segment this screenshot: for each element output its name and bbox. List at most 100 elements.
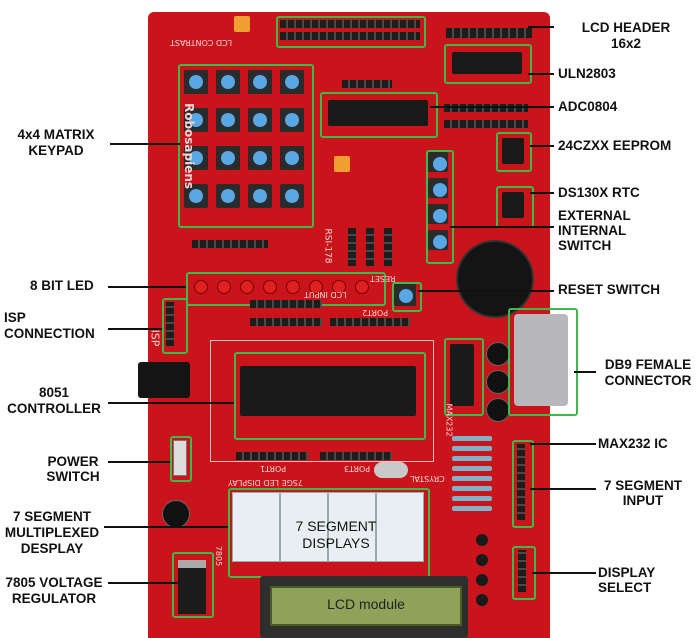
ext-int-switch-line	[450, 226, 554, 228]
pa-header	[192, 240, 268, 248]
keypad-key[interactable]	[216, 70, 240, 94]
keypad-key[interactable]	[184, 184, 208, 208]
switch-header-2	[366, 228, 374, 266]
keypad-key[interactable]	[280, 70, 304, 94]
switch-1[interactable]	[428, 152, 448, 172]
max232-line	[530, 443, 596, 445]
reset-switch-label: RESET SWITCH	[558, 282, 661, 297]
led	[217, 280, 231, 294]
seven-seg-1	[232, 492, 280, 562]
lcd-module: LCD module	[260, 576, 468, 638]
keypad-key[interactable]	[280, 108, 304, 132]
ext-int-switch-outline	[426, 150, 454, 264]
switch-3[interactable]	[428, 204, 448, 224]
lcd-header-outline	[276, 16, 426, 48]
keypad-key[interactable]	[184, 70, 208, 94]
keypad-outline	[178, 64, 314, 228]
adc0804-line	[430, 106, 554, 108]
switch-4[interactable]	[428, 230, 448, 250]
keypad-key[interactable]	[216, 108, 240, 132]
led	[286, 280, 300, 294]
max232-label: MAX232 IC	[598, 436, 668, 451]
reset-text: RESET	[370, 274, 396, 283]
seg-display-text: 7SGE LED DISPLAY	[228, 478, 303, 487]
max232-outline	[444, 338, 484, 416]
rtc-label: DS130X RTC	[558, 185, 640, 200]
uln2803-line	[528, 73, 554, 75]
lcd-screen: LCD module	[270, 586, 462, 626]
lcd-header-pins	[280, 20, 420, 28]
transistor-2	[476, 554, 488, 566]
port2-header	[330, 318, 410, 326]
power-capacitor	[162, 500, 190, 528]
switch-2[interactable]	[428, 178, 448, 198]
db9-line	[574, 371, 596, 373]
ext-int-switch-label: EXTERNAL INTERNAL SWITCH	[558, 208, 631, 253]
keypad-key[interactable]	[216, 184, 240, 208]
lcd-input-header-2	[250, 318, 322, 326]
keypad-line	[110, 143, 180, 145]
controller-area	[210, 340, 434, 462]
keypad-key[interactable]	[248, 184, 272, 208]
power-jack	[138, 362, 190, 398]
led	[332, 280, 346, 294]
regulator-text: 7805	[214, 545, 224, 567]
display-select-label: DISPLAY SELECT	[598, 565, 656, 595]
seven-seg-4	[376, 492, 424, 562]
led8-label: 8 BIT LED	[30, 278, 94, 293]
db9-label: DB9 FEMALE CONNECTOR	[604, 357, 692, 388]
keypad-key[interactable]	[184, 108, 208, 132]
keypad-key[interactable]	[248, 70, 272, 94]
resistor	[452, 486, 492, 491]
db9-connector	[514, 314, 568, 406]
regulator-outline	[172, 552, 214, 618]
uln2803-chip	[452, 52, 522, 74]
led	[263, 280, 277, 294]
reset-button[interactable]	[394, 284, 416, 306]
regulator-label: 7805 VOLTAGE REGULATOR	[5, 575, 103, 606]
isp-text: ISP	[148, 329, 162, 347]
seg-mux-line	[104, 526, 228, 528]
adc-header	[342, 80, 392, 88]
seg-mux-label: 7 SEGMENT MULTIPLEXED DESPLAY	[4, 509, 100, 556]
transistor-3	[476, 574, 488, 586]
seg-input-line	[530, 488, 596, 490]
power-switch[interactable]	[173, 440, 187, 476]
port1-header	[236, 452, 308, 460]
board-id-text: RSI-178	[322, 228, 333, 264]
power-switch-label: POWER SWITCH	[46, 454, 100, 484]
adc0804-label: ADC0804	[558, 99, 618, 114]
seven-seg-2	[280, 492, 328, 562]
lcd-contrast-pot	[234, 16, 250, 32]
uln2803-label: ULN2803	[558, 66, 616, 81]
eeprom-outline	[496, 132, 532, 172]
resistor	[452, 506, 492, 511]
capacitor-3	[486, 398, 510, 422]
keypad-key[interactable]	[280, 184, 304, 208]
top-right-header	[446, 28, 532, 38]
resistor	[452, 496, 492, 501]
keypad-key[interactable]	[248, 146, 272, 170]
keypad-key[interactable]	[248, 108, 272, 132]
lcd-module-text: LCD module	[327, 596, 405, 612]
seg-input-outline	[512, 440, 534, 528]
eeprom-label: 24CZXX EEPROM	[558, 138, 672, 153]
resistor	[452, 446, 492, 451]
isp-line	[108, 328, 162, 330]
db9-outline	[508, 308, 578, 416]
transistor-1	[476, 534, 488, 546]
resistor	[452, 456, 492, 461]
keypad-key[interactable]	[184, 146, 208, 170]
capacitor-2	[486, 370, 510, 394]
lcd-header-pins-2	[280, 32, 420, 40]
brand-text: Robosapiens	[182, 102, 197, 190]
max232-text: MAX232	[444, 403, 454, 437]
seven-seg-label: 7 SEGMENT DISPLAYS	[295, 518, 377, 551]
isp-outline	[162, 298, 188, 354]
keypad-key[interactable]	[216, 146, 240, 170]
controller-line	[108, 402, 234, 404]
keypad-key[interactable]	[280, 146, 304, 170]
seg-input-label: 7 SEGMENT INPUT	[603, 478, 682, 508]
controller-label: 8051 CONTROLLER	[7, 385, 101, 416]
power-switch-outline	[170, 436, 192, 482]
